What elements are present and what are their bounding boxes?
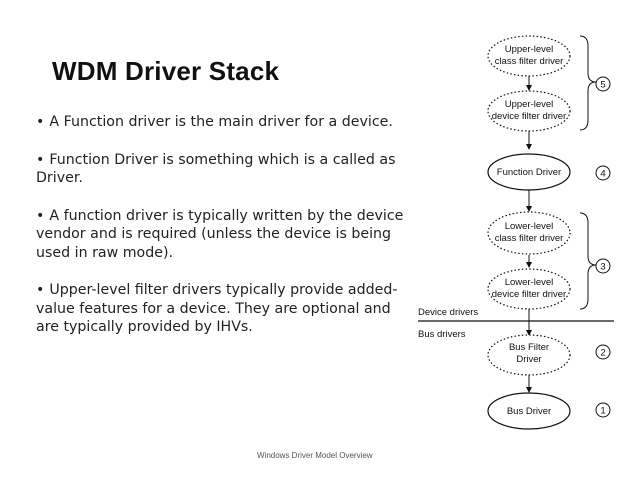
bullet-text: A Function driver is the main driver for… <box>49 114 393 130</box>
node-label-line1: Upper-level <box>505 99 554 110</box>
bus-drivers-label: Bus drivers <box>418 329 466 340</box>
node-label-line2: class filter driver <box>495 56 564 67</box>
node-label-line2: Driver <box>516 354 541 365</box>
bullet-text: Function Driver is something which is a … <box>36 151 396 187</box>
number-marker: 3 <box>595 258 611 274</box>
svg-text:1: 1 <box>600 406 605 417</box>
bullet-list: •A Function driver is the main driver fo… <box>36 113 416 356</box>
node-label-line1: Upper-level <box>505 44 554 55</box>
node-lower-class-filter: Lower-level class filter driver <box>487 211 571 255</box>
bullet-marker: • <box>36 207 45 224</box>
node-label-line1: Bus Filter <box>509 342 549 353</box>
brace-3 <box>579 212 597 310</box>
bullet-marker: • <box>36 114 45 130</box>
bullet-marker: • <box>36 151 45 168</box>
node-label-line2: class filter driver <box>495 233 564 244</box>
bullet-text: Upper-level filter drivers typically pro… <box>36 282 398 335</box>
number-marker: 4 <box>595 165 611 181</box>
node-label-line1: Lower-level <box>505 277 554 288</box>
node-bus-filter-driver: Bus Filter Driver <box>487 334 571 376</box>
bullet-item: •Upper-level filter drivers typically pr… <box>36 281 416 337</box>
grouping-braces <box>579 35 597 310</box>
bullet-item: •Function Driver is something which is a… <box>36 151 416 188</box>
dashed-ellipse <box>487 211 571 255</box>
node-function-driver: Function Driver <box>487 153 571 191</box>
svg-text:5: 5 <box>600 80 605 91</box>
bullet-text: A function driver is typically written b… <box>36 207 404 261</box>
dashed-ellipse <box>487 268 571 310</box>
device-drivers-label: Device drivers <box>418 307 478 318</box>
node-lower-device-filter: Lower-level device filter driver <box>487 268 571 310</box>
number-marker: 2 <box>595 344 611 360</box>
svg-text:2: 2 <box>600 348 605 359</box>
node-upper-class-filter: Upper-level class filter driver <box>487 35 571 77</box>
brace-5 <box>579 35 597 131</box>
slide-title: WDM Driver Stack <box>52 56 280 86</box>
dashed-ellipse <box>487 35 571 77</box>
dashed-ellipse <box>487 90 571 132</box>
dashed-ellipse <box>487 334 571 376</box>
node-label-line1: Function Driver <box>497 167 561 178</box>
svg-text:3: 3 <box>600 262 605 273</box>
number-marker: 5 <box>595 76 611 92</box>
number-markers: 5 4 3 2 1 <box>595 76 611 418</box>
bullet-marker: • <box>36 282 45 298</box>
node-label-line1: Lower-level <box>505 221 554 232</box>
solid-ellipse <box>487 153 571 191</box>
solid-ellipse <box>487 392 571 430</box>
node-bus-driver: Bus Driver <box>487 392 571 430</box>
node-label-line2: device filter driver <box>492 289 566 300</box>
number-marker: 1 <box>595 402 611 418</box>
slide-footer: Windows Driver Model Overview <box>257 451 373 460</box>
bullet-item: •A function driver is typically written … <box>36 207 416 263</box>
node-upper-device-filter: Upper-level device filter driver <box>487 90 571 132</box>
node-label-line1: Bus Driver <box>507 406 551 417</box>
svg-text:4: 4 <box>600 169 605 180</box>
node-label-line2: device filter driver <box>492 111 566 122</box>
bullet-item: •A Function driver is the main driver fo… <box>36 113 416 132</box>
